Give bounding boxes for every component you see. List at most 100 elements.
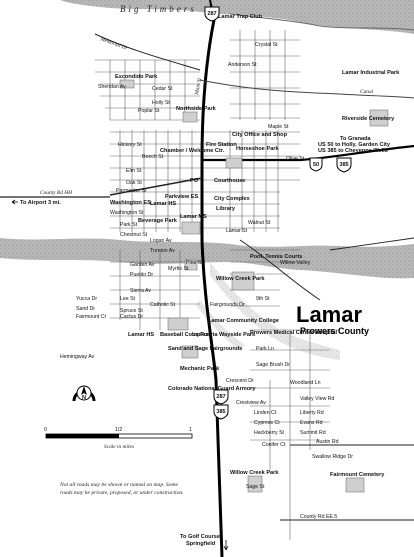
street-summit-rd: Summit Rd: [300, 430, 326, 436]
street-washington-st: Washington St: [110, 210, 144, 216]
street-conifer-ct: Conifer Ct: [262, 442, 286, 448]
street-sand-dr: Sand Dr: [76, 306, 95, 312]
street-crescent-dr: Crescent Dr: [226, 378, 254, 384]
place-lamar-trap-club: Lamar Trap Club: [218, 14, 263, 20]
street-cactus-dr: Cactus Dr: [120, 314, 143, 320]
street-yucca-dr: Yucca Dr: [76, 296, 97, 302]
map-note-line2: roads may be private, proposed, or under…: [60, 490, 184, 496]
street-labels: County Rd HH Memorial Dr Main St Sherida…: [40, 36, 374, 520]
dest-golf-2: Springfield: [186, 541, 216, 547]
street-fairground-dr: Fairgrounds Dr: [210, 302, 245, 308]
street-linden-ct: Linden Ct: [254, 410, 277, 416]
street-evans-rd: Evans Rd: [300, 420, 323, 426]
place-lamar-ms: Lamar MS: [180, 214, 207, 220]
us-287-shield-north: 287: [204, 6, 220, 22]
place-riverside-cemetery: Riverside Cemetery: [342, 116, 395, 122]
place-courthouse: Courthouse: [214, 178, 245, 184]
place-fairgrounds: Sand and Sage Fairgrounds: [168, 346, 242, 352]
big-timbers-creek-area: [60, 0, 414, 34]
street-myrtle-st: Myrtle St: [168, 266, 189, 272]
place-lamar-industrial-park: Lamar Industrial Park: [342, 70, 400, 76]
street-cedar-st: Cedar St: [152, 86, 173, 92]
place-willow-creek-park-south: Willow Creek Park: [230, 470, 279, 476]
street-sierra-av: Sierra Av: [130, 288, 151, 294]
place-beverage-park: Beverage Park: [138, 218, 178, 224]
place-washington-es: Washington ES: [110, 200, 151, 206]
street-anderson-st: Anderson St: [228, 62, 257, 68]
street-holly-st: Holly St: [152, 100, 170, 106]
map-subtitle: Prowers County: [300, 326, 369, 336]
dest-granada-1: To Granada: [340, 136, 372, 142]
street-austin-rd: Austin Rd: [316, 439, 339, 445]
street-walnut-st: Walnut St: [248, 220, 271, 226]
svg-text:N: N: [82, 395, 86, 401]
map-title: Lamar: [296, 302, 362, 327]
street-elm-st: Elm St: [126, 168, 142, 174]
street-logan-av: Logan Av: [150, 238, 172, 244]
scale-one: 1: [189, 427, 192, 433]
street-hickory-st: Hickory St: [118, 142, 142, 148]
map-note-line1: Not all roads may be shown or named on m…: [59, 482, 179, 488]
parks: [119, 79, 389, 493]
place-mechanic-park: Mechanic Park: [180, 366, 220, 372]
scale-half: 1/2: [115, 427, 122, 433]
street-parmenter-st: Parmenter St: [116, 188, 147, 194]
place-horseshoe-park: Horseshoe Park: [236, 146, 279, 152]
street-oak-st: Oak St: [126, 180, 142, 186]
street-cypress-ct: Cypress Ct: [254, 420, 280, 426]
street-pueblo-dr: Pueblo Dr: [130, 272, 153, 278]
place-lamar-hs: Lamar HS: [150, 201, 176, 207]
place-labels: Lamar Trap Club Lamar Industrial Park Es…: [110, 14, 400, 478]
street-sage-st: Sage St: [246, 484, 265, 490]
place-chamber: Chamber / Welcome Ctr.: [160, 148, 225, 154]
street-canal: Canal: [360, 89, 374, 95]
place-pool-tennis: Pool, Tennis Courts: [250, 254, 302, 260]
street-park-ln: Park Ln: [256, 346, 274, 352]
svg-text:287: 287: [207, 11, 216, 17]
svg-text:385: 385: [339, 162, 348, 168]
dest-granada-2: US 50 to Holly, Garden City: [318, 142, 391, 148]
street-lee-st: Lee St: [120, 296, 136, 302]
place-national-guard: Colorado National Guard Armory: [168, 386, 256, 392]
highway-shields: 287 50 385 287 385: [204, 6, 352, 420]
street-fairmount-ct: Fairmount Ct: [76, 314, 107, 320]
street-catholic-st: Catholic St: [150, 302, 176, 308]
place-parkview-es: Parkview ES: [165, 194, 199, 200]
place-post-office: PO: [190, 178, 199, 184]
place-willow-creek-park: Willow Creek Park: [216, 276, 265, 282]
north-arrow: N: [72, 385, 96, 402]
street-olive-st: Olive St: [286, 156, 305, 162]
street-hackberry-st: Hackberry St: [254, 430, 285, 436]
svg-text:287: 287: [216, 394, 225, 400]
us-50-shield: 50: [309, 157, 323, 172]
dest-airport: To Airport 3 mi.: [20, 200, 61, 206]
creek-label: Big Timbers: [120, 4, 197, 14]
place-fire-station: Fire Station: [206, 142, 237, 148]
us-385-shield-east: 385: [336, 157, 352, 173]
destination-labels: To Airport 3 mi. To Granada US 50 to Hol…: [11, 136, 391, 551]
street-woodland-ln: Woodland Ln: [290, 380, 321, 386]
street-lamar-st: Lamar St: [226, 228, 248, 234]
street-chestnut-st: Chestnut St: [120, 232, 148, 238]
place-city-complex: City Complex: [214, 196, 251, 202]
street-grid: [95, 30, 340, 540]
svg-text:385: 385: [216, 409, 225, 415]
street-crestview-av: Crestview Av: [236, 400, 266, 406]
street-maple-st: Maple St: [268, 124, 289, 130]
place-escondido-park: Escondido Park: [115, 74, 158, 80]
dest-granada-3: US 385 to Cheyenne Wells: [318, 148, 388, 154]
street-county-rd-ee5: County Rd EE.5: [300, 514, 337, 520]
street-sage-brush-dr: Sage Brush Dr: [256, 362, 290, 368]
dest-golf-1: To Golf Course,: [180, 534, 222, 540]
scale-bar: 0 1/2 1 Scale in miles: [44, 427, 193, 450]
street-crystal-st: Crystal St: [255, 42, 278, 48]
street-liberty-rd: Liberty Rd: [300, 410, 324, 416]
street-spruce-st: Spruce St: [120, 308, 143, 314]
scale-zero: 0: [44, 427, 47, 433]
place-library: Library: [216, 206, 236, 212]
street-pine-st: Pine St: [186, 260, 203, 266]
place-baseball-complex: Baseball Complex: [160, 332, 209, 338]
